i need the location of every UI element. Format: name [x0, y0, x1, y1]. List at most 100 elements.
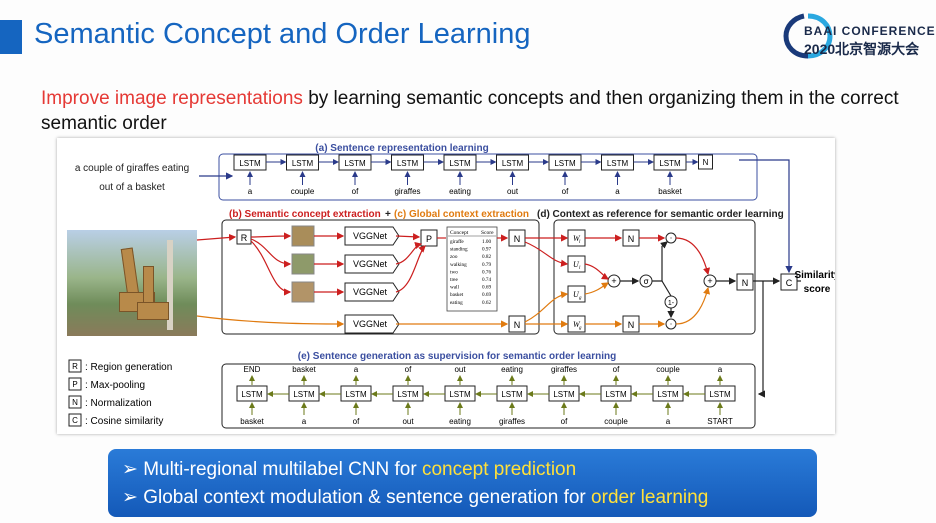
- logo-ring-icon: [783, 13, 833, 59]
- decoder-input-word: START: [707, 417, 733, 426]
- legend-text: : Region generation: [85, 362, 172, 373]
- giraffe-body-2: [137, 302, 169, 320]
- decoder-input-word: giraffes: [499, 417, 525, 426]
- section-a-frame: [218, 153, 758, 201]
- add-node-1-sign: +: [611, 276, 616, 286]
- encoder-lstm-label: LSTM: [659, 159, 681, 168]
- decoder-input-word: a: [666, 417, 671, 426]
- decoder-lstm-label: LSTM: [553, 390, 575, 399]
- title-accent-bar: [0, 20, 22, 54]
- decoder-lstm-row: LSTMENDbasketLSTMbasketaLSTMaofLSTMofout…: [236, 365, 736, 426]
- vgg2-to-pool: [395, 241, 423, 265]
- summary-line-1-highlight: concept prediction: [421, 459, 577, 480]
- vgg1-to-pool: [395, 233, 421, 241]
- caption-line-1: a couple of giraffes eating: [75, 163, 189, 174]
- encoder-word: a: [248, 187, 253, 196]
- encoder-lstm-label: LSTM: [239, 159, 261, 168]
- intro-highlight: Improve image representations: [41, 88, 303, 109]
- encoder-word: giraffes: [394, 187, 420, 196]
- summary-line-1-text: Multi-regional multilabel CNN for: [143, 459, 422, 480]
- norm-box-sentence-label: N: [703, 158, 709, 167]
- sigma-to-mult-top: [660, 241, 668, 249]
- summary-box: ➢ Multi-regional multilabel CNN for conc…: [108, 449, 817, 517]
- region-crop-3: [291, 281, 315, 303]
- weight-subscript: g: [579, 296, 582, 301]
- architecture-diagram: (a) Sentence representation learning (b)…: [68, 143, 835, 429]
- concept-name: wall: [450, 285, 459, 291]
- section-d-frame: [553, 219, 756, 335]
- norm-to-ug: [524, 291, 569, 323]
- decoder-output-word: basket: [292, 365, 316, 374]
- intro-text: Improve image representations by learnin…: [41, 86, 911, 136]
- encoder-lstm-label: LSTM: [502, 159, 524, 168]
- concept-name: giraffe: [450, 238, 464, 245]
- encoder-lstm-label: LSTM: [397, 159, 419, 168]
- decoder-lstm-label: LSTM: [293, 390, 315, 399]
- summary-line-1: ➢ Multi-regional multilabel CNN for conc…: [122, 458, 576, 481]
- encoder-lstm-row: LSTMaLSTMcoupleLSTMofLSTMgiraffesLSTMeat…: [233, 154, 713, 196]
- region-arrow-3: [250, 240, 292, 296]
- legend-key-box: [68, 359, 82, 373]
- encoder-lstm-label: LSTM: [344, 159, 366, 168]
- conference-logo: BAAI CONFERENCE 2020北京智源大会: [782, 8, 935, 64]
- giraffe-photo: [67, 230, 197, 336]
- mult-node-top-sign: ·: [670, 234, 673, 243]
- section-b-title: (b) Semantic concept extraction: [229, 209, 381, 220]
- decoder-lstm-label: LSTM: [605, 390, 627, 399]
- section-e-title: (e) Sentence generation as supervision f…: [298, 351, 616, 362]
- weight-label: W: [573, 234, 581, 243]
- sigma-branch-up: [652, 246, 663, 282]
- encoder-word: of: [562, 187, 569, 196]
- slide-title: Semantic Concept and Order Learning: [34, 18, 531, 50]
- add-node-2-sign: +: [707, 276, 712, 286]
- norm-box-concept-label: N: [514, 234, 521, 244]
- weight-subscript: g: [579, 326, 582, 331]
- vgg-label: VGGNet: [353, 231, 388, 241]
- decoder-lstm-label: LSTM: [345, 390, 367, 399]
- ug-to-add: [584, 282, 610, 295]
- bullet-icon: ➢: [122, 487, 138, 508]
- decoder-input-word: couple: [604, 417, 628, 426]
- decoder-output-word: a: [354, 365, 359, 374]
- norm-box-final-label: N: [742, 278, 749, 288]
- encoder-lstm-label: LSTM: [449, 159, 471, 168]
- caption-line-2: out of a basket: [99, 182, 165, 193]
- concept-score: 0.69: [482, 292, 491, 298]
- decoder-output-word: of: [405, 365, 412, 374]
- decoder-output-word: out: [454, 365, 466, 374]
- legend-text: : Normalization: [85, 398, 152, 409]
- legend-text: : Cosine similarity: [85, 416, 163, 427]
- decoder-output-word: giraffes: [551, 365, 577, 374]
- decoder-lstm-label: LSTM: [449, 390, 471, 399]
- cosine-box-label: C: [786, 278, 793, 288]
- sentence-to-cosine: [739, 159, 793, 274]
- decoder-input-word: basket: [240, 417, 264, 426]
- concept-name: tree: [450, 277, 458, 283]
- legend-key: C: [72, 416, 78, 425]
- concept-score: 0.62: [482, 300, 491, 306]
- mult-top-to-add: [675, 237, 711, 276]
- encoder-lstm-label: LSTM: [554, 159, 576, 168]
- vgg-label: VGGNet: [353, 319, 388, 329]
- bullet-icon: ➢: [122, 459, 138, 480]
- image-to-region-arrow: [196, 233, 237, 242]
- photo-pole: [167, 240, 173, 330]
- decoder-lstm-label: LSTM: [709, 390, 731, 399]
- legend-key: P: [72, 380, 77, 389]
- concept-score: 0.97: [482, 247, 491, 253]
- region-crop-2: [291, 253, 315, 275]
- concept-score: 1.00: [482, 239, 491, 245]
- decoder-lstm-label: LSTM: [501, 390, 523, 399]
- vgg-label: VGGNet: [353, 259, 388, 269]
- region-arrow-1: [250, 232, 292, 240]
- decoder-output-word: couple: [656, 365, 680, 374]
- logo-text-conference: BAAI CONFERENCE: [804, 24, 936, 38]
- region-vgg-block: [344, 282, 400, 302]
- concept-name: standing: [450, 247, 468, 253]
- intro-rest: by learning semantic concepts and then o…: [41, 88, 899, 134]
- region-box-label: R: [241, 233, 248, 243]
- mult-node-bottom-sign: ·: [670, 320, 673, 329]
- encoder-word: a: [615, 187, 620, 196]
